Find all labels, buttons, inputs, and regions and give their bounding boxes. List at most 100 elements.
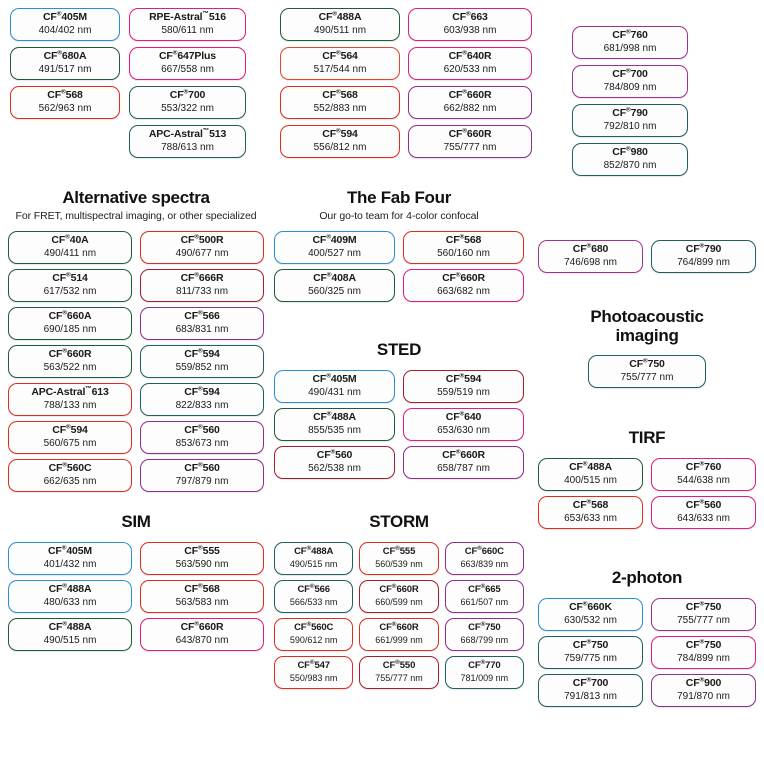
dye-spectra: 553/322 nm	[161, 102, 214, 114]
dye-name: CF®700	[612, 67, 648, 81]
dye-spectra: 792/810 nm	[603, 120, 657, 132]
dye-name: CF®660A	[48, 309, 92, 323]
dye-spectra: 562/963 nm	[38, 102, 92, 114]
dye-name: CF®488A	[569, 460, 612, 474]
dye-spectra: 755/777 nm	[677, 614, 730, 626]
dye-name: CF®568	[322, 88, 358, 102]
dye-spectra: 517/544 nm	[313, 63, 367, 75]
dye-spectra: 490/411 nm	[43, 247, 97, 259]
dye-spectra: 556/812 nm	[313, 141, 367, 153]
dye-spectra: 690/185 nm	[43, 323, 97, 335]
dye-spectra: 400/527 nm	[308, 247, 361, 259]
dye-name: CF®660R	[379, 582, 419, 596]
dye-name: CF®660R	[442, 271, 485, 285]
dye-spectra: 759/775 nm	[564, 652, 617, 664]
dye-name: CF®665	[468, 582, 501, 596]
section-subtitle: For FRET, multispectral imaging, or othe…	[15, 210, 257, 222]
section-title: Photoacoustic imaging	[538, 307, 756, 345]
dye-name: CF®555	[382, 544, 416, 558]
dye-spectra: 781/009 nm	[460, 672, 509, 683]
